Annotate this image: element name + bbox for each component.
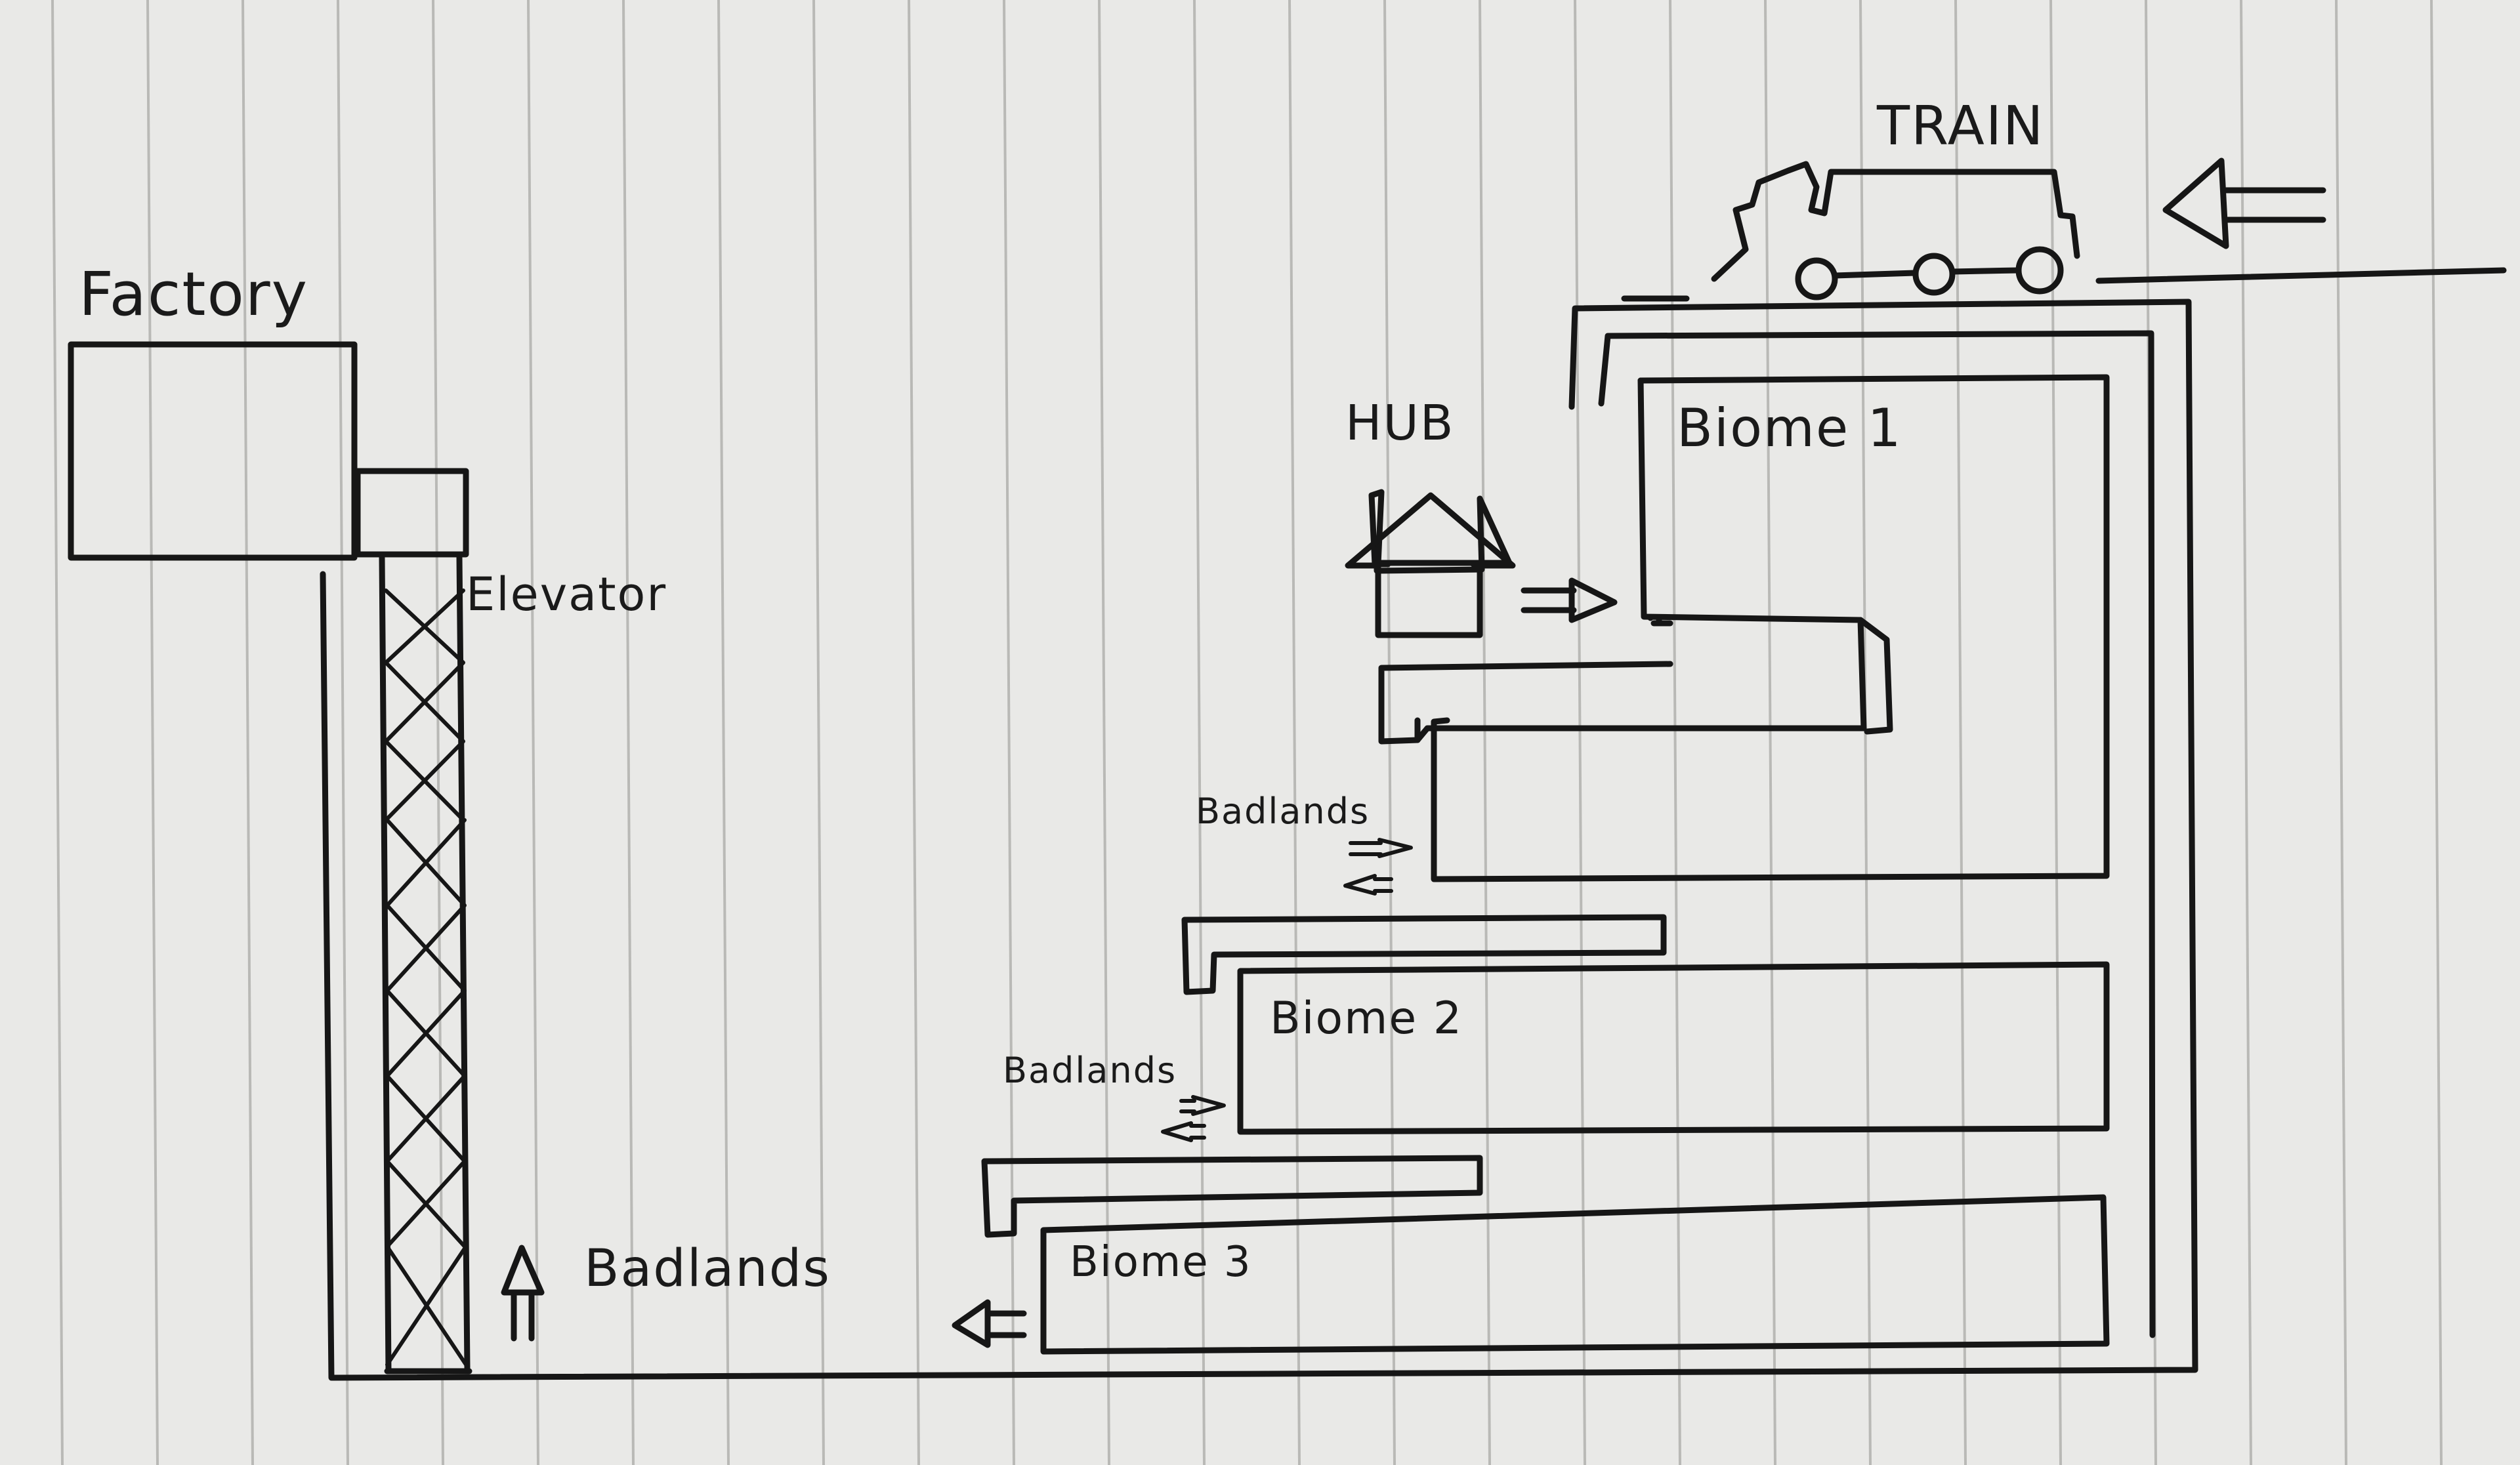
train-engine [1621, 161, 2080, 302]
hub-up-arrow-icon [1345, 489, 1516, 638]
biome-1-enclosure [1378, 374, 2110, 882]
hub-label: HUB [1345, 395, 1455, 451]
factory-label: Factory [79, 259, 308, 329]
factory-building [68, 341, 469, 561]
rail-track [320, 267, 2507, 1381]
biome-3-left-arrow-icon [952, 1299, 1027, 1348]
badlands-1-label: Badlands [1196, 791, 1370, 832]
badlands-2-label: Badlands [1003, 1050, 1177, 1091]
badlands-3-label: Badlands [584, 1239, 831, 1298]
biome-3-enclosure [981, 1155, 2110, 1355]
badlands-2-arrows-icon [1161, 1095, 1226, 1142]
elevator-label: Elevator [466, 567, 667, 621]
badlands-1-arrows-icon [1343, 838, 1413, 896]
train-label: TRAIN [1876, 95, 2044, 157]
biome-1-label: Biome 1 [1677, 398, 1902, 459]
biome-2-label: Biome 2 [1270, 993, 1463, 1044]
incoming-arrow-icon [2162, 157, 2326, 249]
elevator-tower [379, 554, 472, 1374]
biome-3-label: Biome 3 [1070, 1238, 1252, 1287]
hub-to-biome1-arrow-icon [1521, 577, 1618, 623]
biome-2-enclosure [1181, 914, 2110, 1135]
badlands-3-up-arrow-icon [501, 1245, 545, 1342]
